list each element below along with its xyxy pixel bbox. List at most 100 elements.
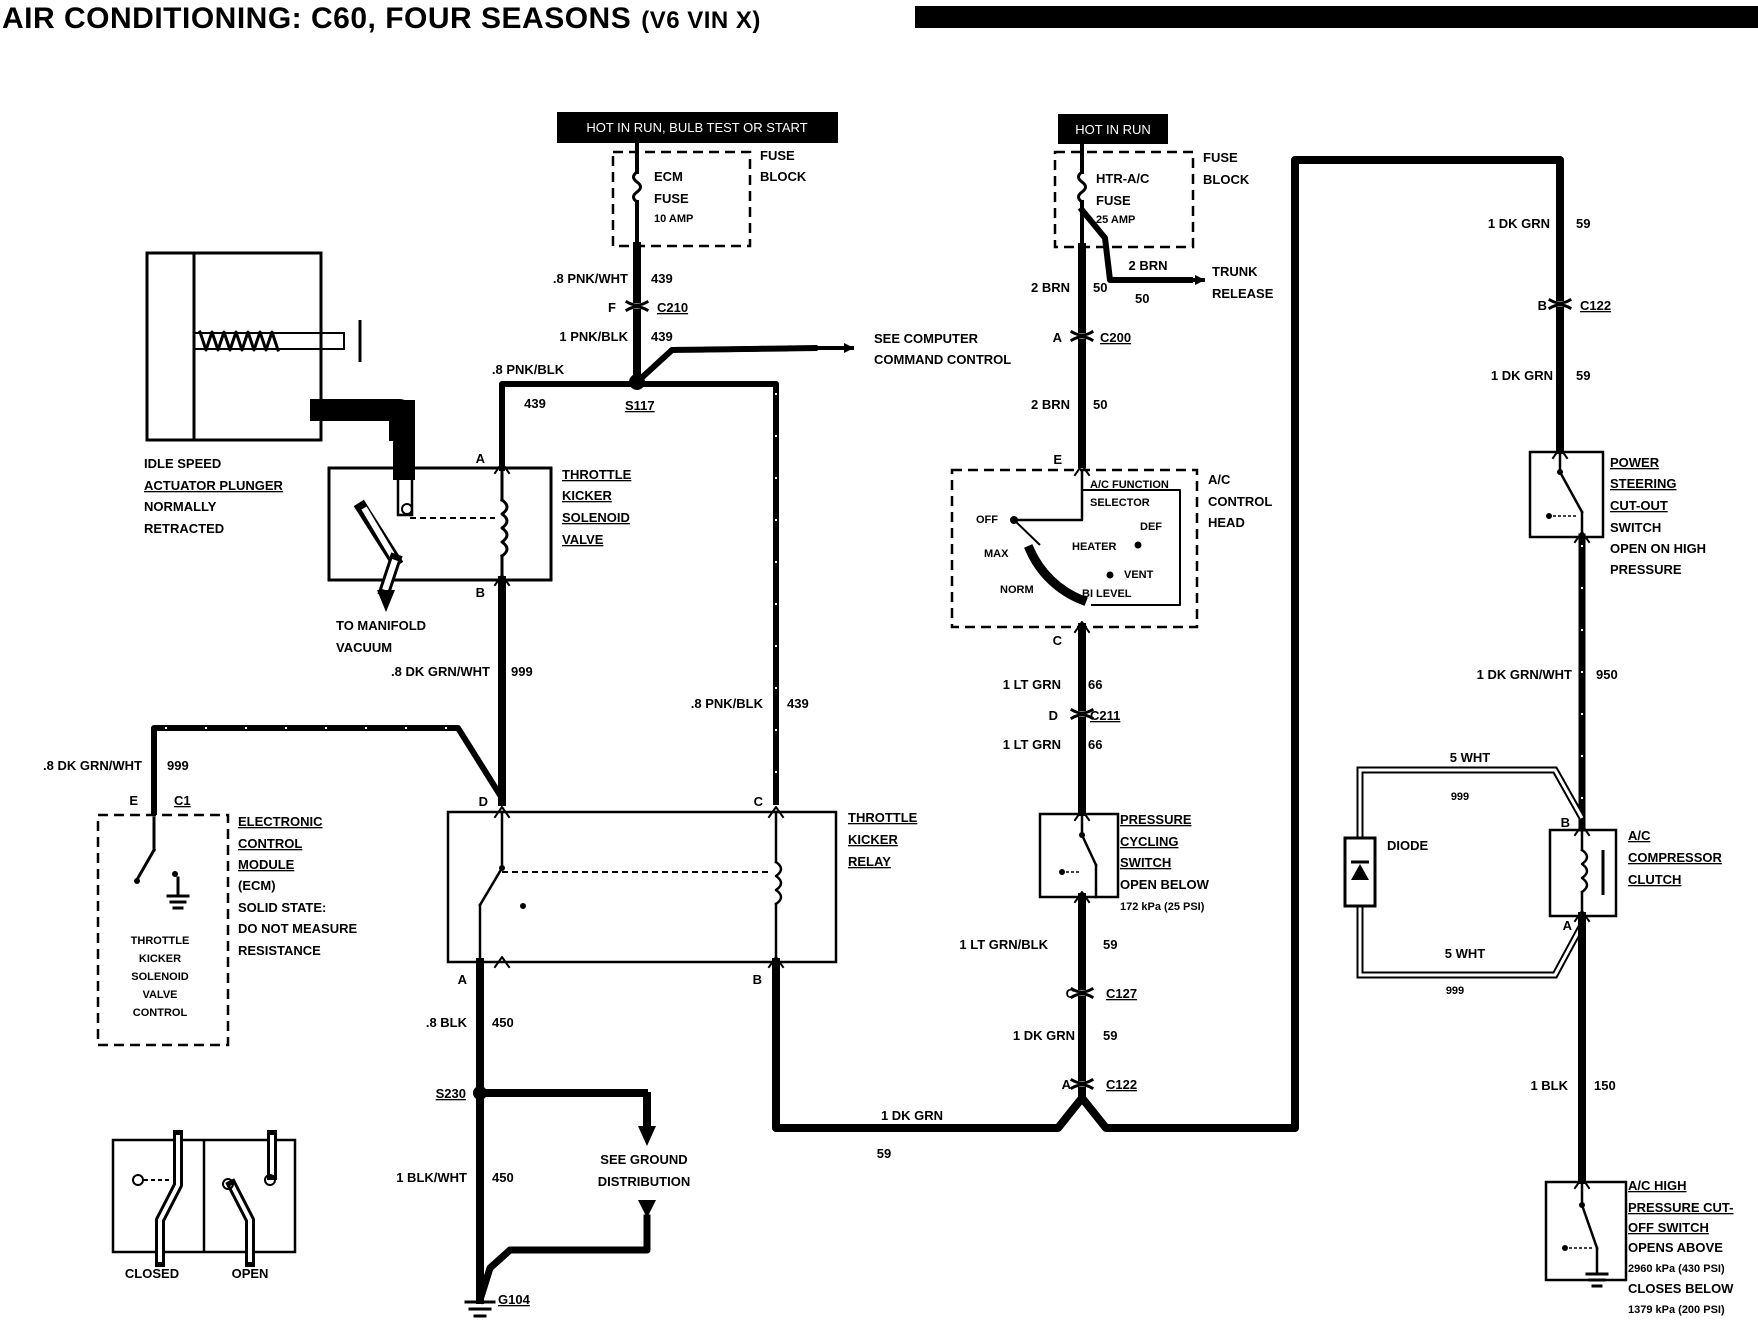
isa-label-l4: RETRACTED: [144, 521, 224, 536]
throttle-kicker-relay: D C A B THROTTLE KICKER RELAY: [446, 794, 918, 987]
ctrl-pin-e: E: [1053, 452, 1062, 467]
ground-icon: [464, 1300, 496, 1318]
tksv-pin-a: A: [476, 451, 486, 466]
circuit-label: 50: [1093, 280, 1107, 295]
sel-def: DEF: [1140, 521, 1162, 533]
wire-label: 5 WHT: [1450, 750, 1491, 765]
ps-label-l5: OPEN ON HIGH: [1610, 541, 1706, 556]
splice-s230-label: S230: [436, 1086, 466, 1101]
conn-a-c200: A: [1053, 330, 1063, 345]
htr-fuse-name: HTR-A/C: [1096, 171, 1150, 186]
circuit-label: 439: [787, 696, 809, 711]
circuit-label: 999: [511, 664, 533, 679]
circuit-label: 59: [1103, 937, 1117, 952]
hp-label-l6: CLOSES BELOW: [1628, 1281, 1734, 1296]
isa-label-l1: IDLE SPEED: [144, 456, 221, 471]
tksv-label-l2: KICKER: [562, 488, 612, 503]
wire-label: .8 PNK/BLK: [492, 362, 565, 377]
wire-label: .8 BLK: [426, 1015, 468, 1030]
ac-compressor-clutch: B A A/C COMPRESSOR CLUTCH: [1548, 815, 1723, 933]
sel-max: MAX: [984, 548, 1009, 560]
ecm-inner-l2: KICKER: [139, 953, 181, 965]
coil-icon: [1580, 848, 1589, 894]
wire-999-ecm: [151, 725, 505, 815]
wire-label: 1 DK GRN: [1013, 1028, 1075, 1043]
ecm-label-l2: CONTROL: [238, 836, 302, 851]
relay-pin-c: C: [754, 794, 764, 809]
conn-c127-label: C127: [1106, 986, 1137, 1001]
ground-icon: [1585, 1272, 1609, 1288]
relay-pin-b: B: [753, 972, 762, 987]
ecm-inner-l4: VALVE: [142, 989, 177, 1001]
wire-439-to-relay: [634, 381, 779, 805]
splice-s117-label: S117: [625, 398, 655, 413]
high-pressure-cutout-switch: A/C HIGH PRESSURE CUT- OFF SWITCH OPENS …: [1544, 1177, 1734, 1316]
conn-d-c211: D: [1049, 708, 1058, 723]
clutch-pin-a: A: [1563, 918, 1573, 933]
vacuum-label-l1: TO MANIFOLD: [336, 618, 426, 633]
sel-heater: HEATER: [1072, 541, 1116, 553]
fuse-block-label-l2: BLOCK: [1203, 172, 1250, 187]
sel-vent: VENT: [1124, 569, 1154, 581]
relay-label-l3: RELAY: [848, 854, 891, 869]
isa-label-l3: NORMALLY: [144, 499, 217, 514]
connector-c210: F C210: [608, 299, 688, 315]
circuit-label: 59: [877, 1146, 891, 1161]
relay-label-l1: THROTTLE: [848, 810, 918, 825]
tksv-label-l1: THROTTLE: [562, 467, 632, 482]
sel-off: OFF: [976, 514, 998, 526]
ach-label-l3: HEAD: [1208, 515, 1245, 530]
ecm-module: E C1 THROTTLE KICKER SOLENOID VALVE CONT…: [96, 793, 358, 1047]
wire-59-loop: [772, 156, 1564, 1132]
hp-label-l7: 1379 kPa (200 PSI): [1628, 1304, 1725, 1316]
circuit-label: 999: [167, 758, 189, 773]
sel-bilevel: BI LEVEL: [1082, 588, 1132, 600]
circuit-label: 439: [651, 271, 673, 286]
clutch-pin-b: B: [1561, 815, 1570, 830]
htr-fuse-rating: 25 AMP: [1096, 214, 1135, 226]
banner-right-text: HOT IN RUN: [1075, 122, 1151, 137]
conn-c122-bottom-label: C122: [1106, 1077, 1137, 1092]
ps-label-l2: STEERING: [1610, 476, 1676, 491]
spring-icon: [198, 330, 280, 352]
relay-pin-a: A: [458, 972, 468, 987]
see-ccc-l1: SEE COMPUTER: [874, 331, 979, 346]
coil-icon: [499, 497, 509, 559]
diode-label: DIODE: [1387, 838, 1429, 853]
diode-loop: DIODE 5 WHT 999 5 WHT 999: [1343, 750, 1586, 997]
circuit-label: 59: [1576, 368, 1590, 383]
trunk-l1: TRUNK: [1212, 264, 1258, 279]
fuse-block-label-l1: FUSE: [760, 148, 795, 163]
conn-c122-top-label: C122: [1580, 298, 1611, 313]
ps-label-l4: SWITCH: [1610, 520, 1661, 535]
selector-label-l1: A/C FUNCTION: [1090, 479, 1169, 491]
trunk-l2: RELEASE: [1212, 286, 1274, 301]
ecm-label-l3: MODULE: [238, 857, 295, 872]
ach-label-l2: CONTROL: [1208, 494, 1272, 509]
wire-label: 1 LT GRN/BLK: [959, 937, 1048, 952]
legend-open: OPEN: [232, 1266, 269, 1281]
legend-closed: CLOSED: [125, 1266, 179, 1281]
circuit-label: 50: [1093, 397, 1107, 412]
ach-label-l1: A/C: [1208, 472, 1231, 487]
diode-icon: [1351, 864, 1369, 880]
see-ccc-l2: COMMAND CONTROL: [874, 352, 1011, 367]
circuit-label: 950: [1596, 667, 1618, 682]
ecm-inner-l5: CONTROL: [133, 1007, 188, 1019]
wire-label: .8 DK GRN/WHT: [43, 758, 142, 773]
pcs-label-l2: CYCLING: [1120, 834, 1179, 849]
tksv-label-l4: VALVE: [562, 532, 604, 547]
ecm-fuse-name: ECM: [654, 169, 683, 184]
wire-label: .8 DK GRN/WHT: [391, 664, 490, 679]
circuit-label: 999: [1446, 985, 1464, 997]
selector-arc: [1024, 544, 1088, 606]
circuit-label: 439: [524, 396, 546, 411]
connector-c200: A C200: [1053, 329, 1131, 345]
ecm-fuse-rating: 10 AMP: [654, 213, 693, 225]
circuit-label: 150: [1594, 1078, 1616, 1093]
selector-label-l2: SELECTOR: [1090, 497, 1150, 509]
idle-speed-actuator: IDLE SPEED ACTUATOR PLUNGER NORMALLY RET…: [144, 251, 415, 536]
clutch-label-l1: A/C: [1628, 828, 1651, 843]
conn-c210-label: C210: [657, 300, 688, 315]
ps-label-l3: CUT-OUT: [1610, 498, 1668, 513]
